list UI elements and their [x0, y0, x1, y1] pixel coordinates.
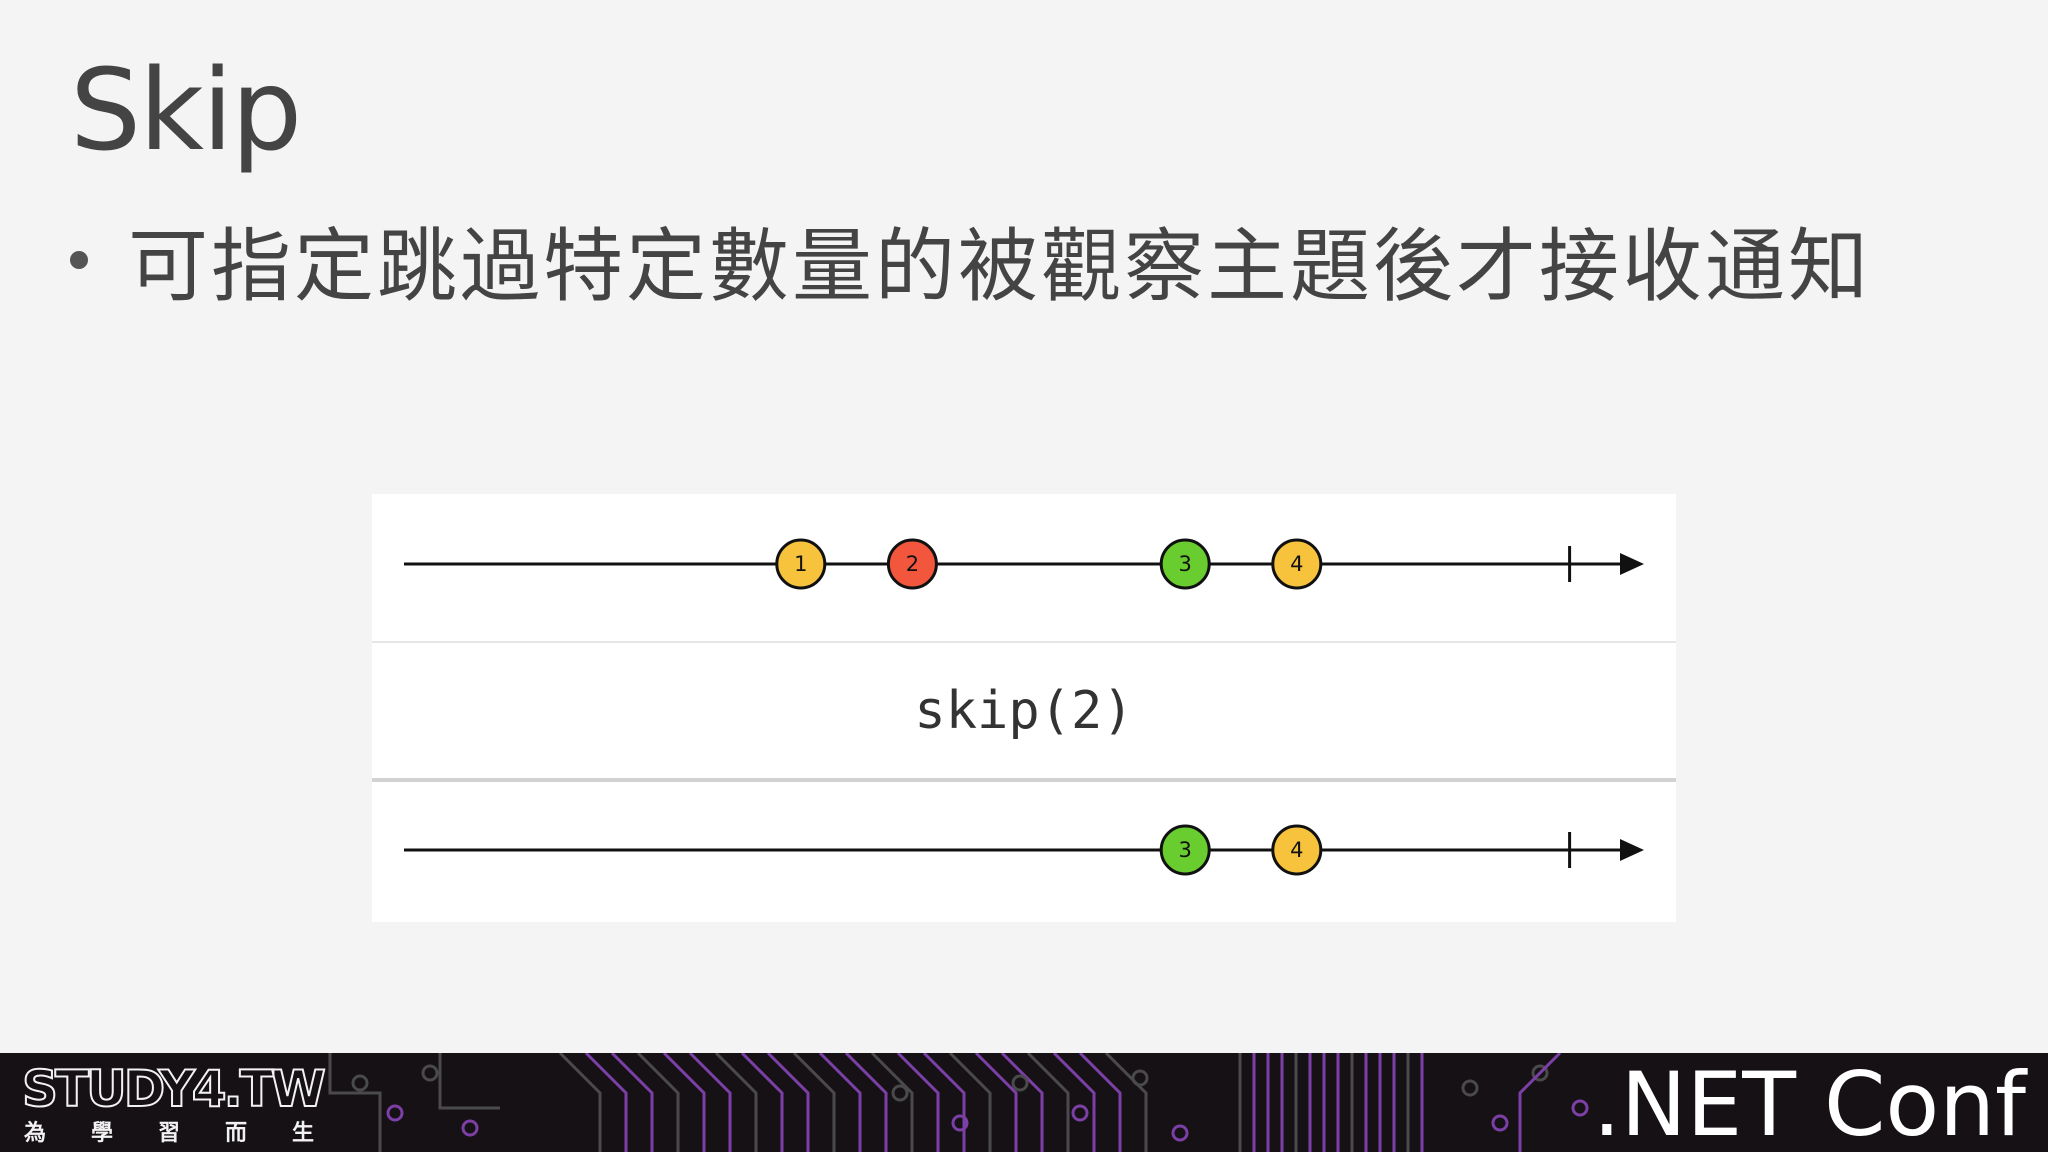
circuit-trace — [1461, 1079, 1479, 1097]
section-divider — [372, 778, 1676, 782]
circuit-trace — [1131, 1069, 1149, 1087]
circuit-trace — [870, 1053, 914, 1152]
output-marble-label: 3 — [1179, 838, 1192, 862]
circuit-trace — [610, 1053, 654, 1152]
circuit-trace — [688, 1053, 732, 1152]
circuit-trace — [328, 1053, 382, 1152]
circuit-trace — [1071, 1104, 1089, 1122]
circuit-trace — [766, 1053, 810, 1152]
circuit-trace — [1171, 1124, 1189, 1142]
circuit-trace — [792, 1053, 836, 1152]
circuit-trace — [714, 1053, 758, 1152]
logo-tagline-char: 為 — [24, 1121, 47, 1146]
output-marble — [1159, 824, 1211, 876]
circuit-trace — [922, 1053, 966, 1152]
input-arrow-head — [1620, 553, 1644, 575]
input-marble-label: 2 — [906, 552, 919, 576]
input-marble — [1271, 538, 1323, 590]
study4-logo: STUDY4.TW — [21, 1059, 327, 1119]
circuit-pattern — [328, 1053, 1589, 1152]
logo-tagline-char: 學 — [90, 1121, 113, 1146]
circuit-trace — [818, 1053, 862, 1152]
input-marble — [775, 538, 827, 590]
circuit-trace — [1026, 1053, 1070, 1152]
circuit-trace — [1104, 1053, 1148, 1152]
circuit-trace — [1531, 1064, 1549, 1082]
footer-banner: STUDY4.TW 為 學 習 而 生 .NET Conf — [0, 1053, 2048, 1152]
study4-logo-tagline: 為 學 習 而 生 — [24, 1121, 314, 1147]
event-title: .NET Conf — [1592, 1053, 2026, 1152]
input-marble-label: 1 — [794, 552, 807, 576]
input-marble — [886, 538, 938, 590]
circuit-trace — [421, 1064, 439, 1082]
circuit-trace — [1078, 1053, 1122, 1152]
circuit-trace — [1052, 1053, 1096, 1152]
circuit-trace — [1571, 1099, 1589, 1117]
marble-diagram: 1 2 3 4 3 4 skip(2) — [372, 494, 1676, 922]
circuit-trace — [351, 1074, 369, 1092]
bullet-dot — [70, 251, 88, 269]
circuit-trace — [636, 1053, 680, 1152]
circuit-trace — [948, 1053, 992, 1152]
input-marble — [1159, 538, 1211, 590]
circuit-trace — [1491, 1114, 1509, 1132]
circuit-trace — [386, 1104, 404, 1122]
circuit-trace — [1011, 1074, 1029, 1092]
circuit-trace — [461, 1119, 479, 1137]
circuit-trace — [896, 1053, 940, 1152]
circuit-trace — [1000, 1053, 1044, 1152]
bullet-item: 可指定跳過特定數量的被觀察主題後才接收通知 — [70, 210, 1871, 313]
marble-diagram-canvas: 1 2 3 4 3 4 — [372, 538, 1676, 876]
circuit-trace — [844, 1053, 888, 1152]
logo-tagline-char: 而 — [224, 1121, 247, 1146]
circuit-trace — [951, 1114, 969, 1132]
logo-tagline-char: 生 — [291, 1121, 314, 1146]
input-marble-label: 4 — [1290, 552, 1303, 576]
circuit-trace — [891, 1084, 909, 1102]
circuit-trace — [438, 1053, 500, 1110]
circuit-trace — [558, 1053, 602, 1152]
slide-title: Skip — [70, 46, 302, 176]
operator-label: skip(2) — [914, 681, 1134, 741]
output-marble-label: 4 — [1290, 838, 1303, 862]
circuit-trace — [662, 1053, 706, 1152]
bullet-text: 可指定跳過特定數量的被觀察主題後才接收通知 — [128, 220, 1871, 313]
input-marble-label: 3 — [1179, 552, 1192, 576]
circuit-trace — [584, 1053, 628, 1152]
logo-tagline-char: 習 — [157, 1121, 180, 1146]
circuit-trace — [1518, 1053, 1562, 1152]
circuit-trace — [974, 1053, 1018, 1152]
circuit-trace — [740, 1053, 784, 1152]
output-marble — [1271, 824, 1323, 876]
output-arrow-head — [1620, 839, 1644, 861]
